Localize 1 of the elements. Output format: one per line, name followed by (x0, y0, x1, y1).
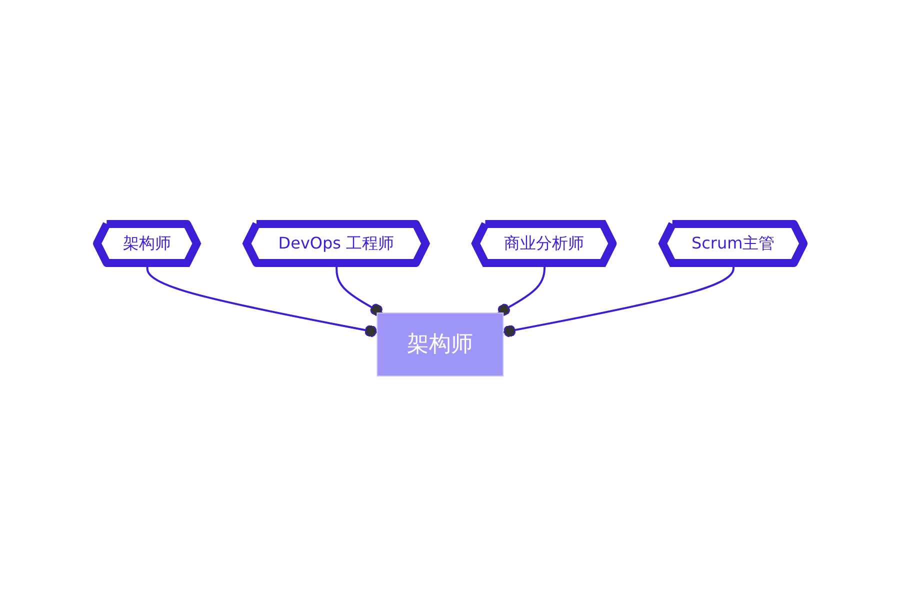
node-box: 架构师 (376, 312, 504, 376)
